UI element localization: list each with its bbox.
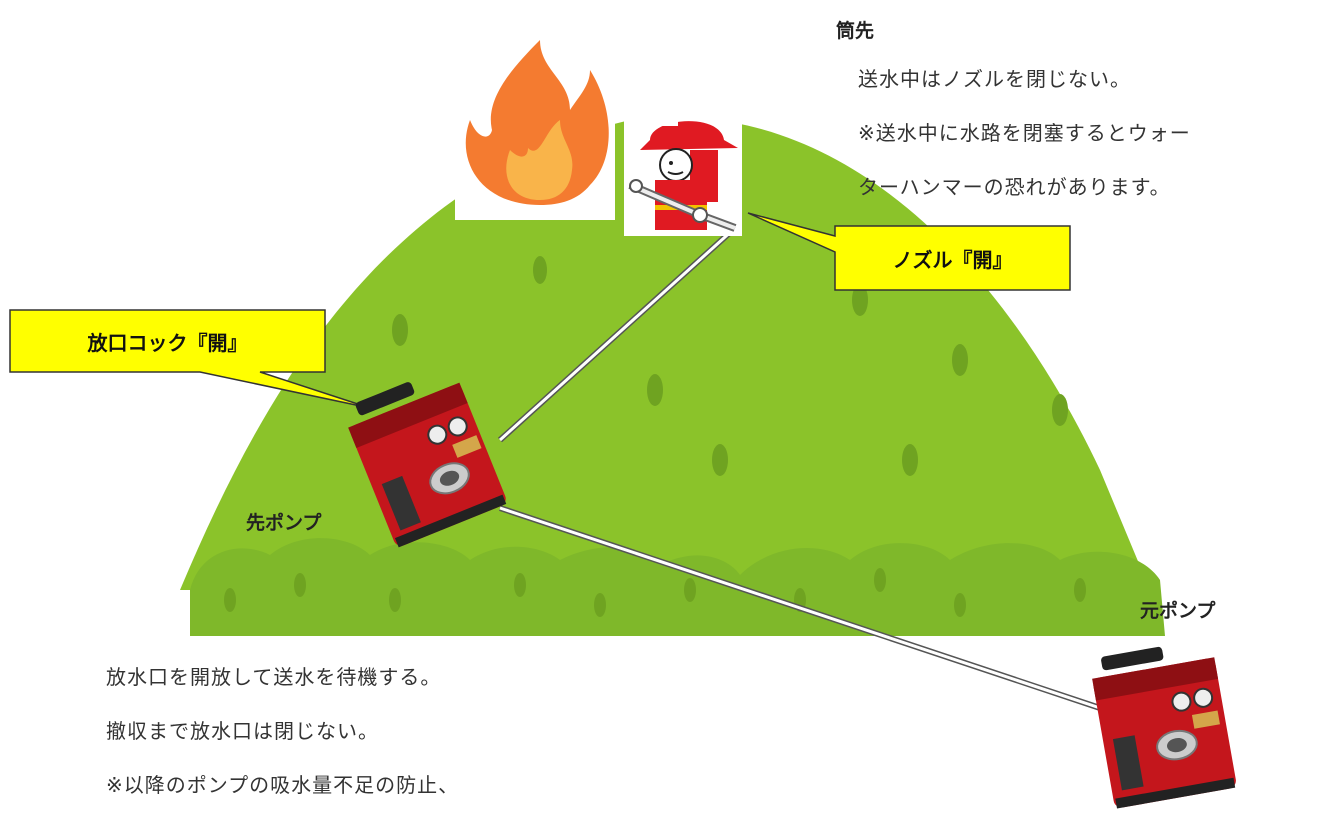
front-pump-label: 先ポンプ	[246, 512, 322, 534]
hose-nozzle-to-front-pump	[497, 225, 738, 443]
callout-nozzle: ノズル『開』	[892, 247, 1013, 272]
hose-front-pump-to-source-pump	[499, 505, 1113, 715]
source-pump-label: 元ポンプ	[1140, 600, 1216, 622]
nozzle-section-title: 筒先	[836, 20, 875, 42]
callout-nozzle-shape	[747, 212, 1071, 291]
firefighter-icon	[624, 108, 742, 236]
source-pump-icon	[1092, 646, 1236, 809]
nozzle-line-3: ターハンマーの恐れがあります。	[858, 175, 1171, 199]
pump-line-2: 撤収まで放水口は閉じない。	[106, 719, 379, 743]
front-pump-icon	[348, 382, 507, 548]
callout-outlet-cock: 放口コック『開』	[87, 330, 248, 355]
pump-line-3: ※以降のポンプの吸水量不足の防止、	[106, 773, 460, 797]
fire-icon	[455, 35, 615, 220]
bushes	[190, 538, 1165, 636]
nozzle-line-2: ※送水中に水路を閉塞するとウォー	[858, 121, 1191, 145]
nozzle-line-1: 送水中はノズルを閉じない。	[858, 67, 1131, 91]
callout-outlet-cock-shape	[9, 309, 371, 409]
pump-line-1: 放水口を開放して送水を待機する。	[106, 665, 442, 689]
